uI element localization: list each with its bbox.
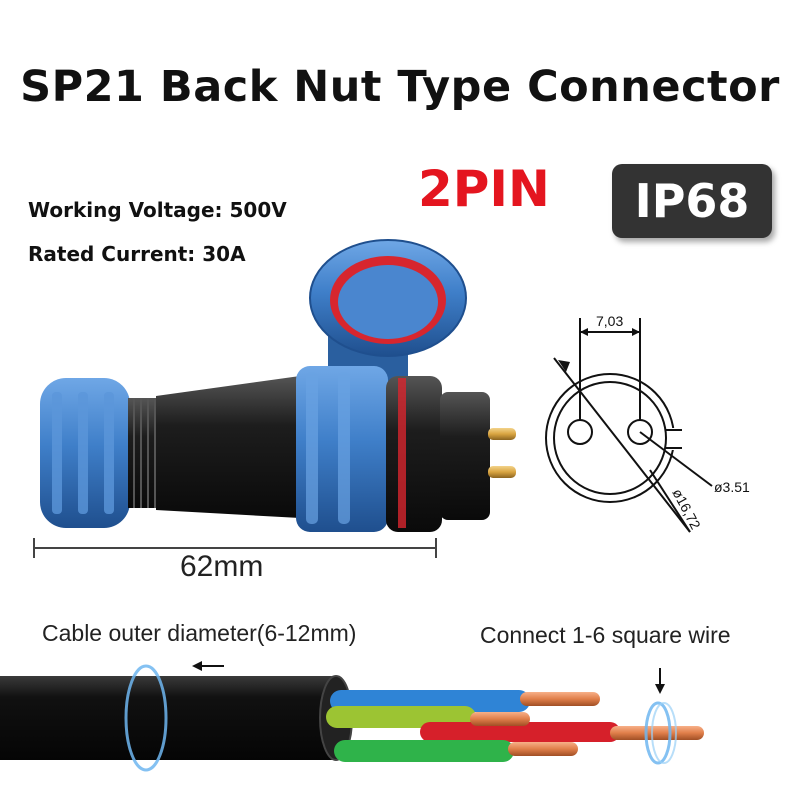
pin-spacing-label: 7,03 (596, 313, 623, 329)
connector-body (156, 376, 300, 518)
back-nut (40, 378, 130, 528)
cable-diameter-ring (124, 664, 168, 772)
cable-illustration (0, 661, 704, 772)
length-dimension-line (33, 538, 437, 558)
wire-green (334, 740, 514, 762)
left-arrow-icon (192, 661, 224, 671)
ip-rating-badge: IP68 (612, 164, 772, 238)
dust-cap (309, 239, 467, 400)
length-dimension-label: 62mm (180, 550, 264, 583)
copper-core-3 (610, 726, 704, 740)
copper-core-4 (508, 742, 578, 756)
gold-pin-lower (488, 466, 516, 478)
current-spec: Rated Current: 30A (28, 242, 246, 266)
cable-jacket (0, 676, 352, 760)
gold-pin-upper (488, 428, 516, 440)
connector-product-image (40, 239, 516, 532)
copper-core-1 (520, 692, 600, 706)
pin-layout-drawing (545, 318, 713, 533)
copper-core-2 (470, 712, 530, 726)
drawing-arrowheads (558, 328, 640, 372)
wire-red (420, 722, 620, 742)
pin-hole-diameter-label: ø3.51 (714, 479, 750, 495)
panel-flange (386, 376, 442, 532)
wire-size-label: Connect 1-6 square wire (480, 622, 731, 648)
down-arrow-icon (655, 668, 665, 694)
ip-rating-text: IP68 (634, 174, 750, 228)
pin-count-label: 2PIN (418, 160, 550, 218)
thread-section (128, 398, 158, 508)
cable-diameter-label: Cable outer diameter(6-12mm) (42, 620, 357, 646)
wire-size-ring (644, 701, 672, 765)
voltage-spec: Working Voltage: 500V (28, 198, 287, 222)
page-title: SP21 Back Nut Type Connector (20, 62, 780, 112)
